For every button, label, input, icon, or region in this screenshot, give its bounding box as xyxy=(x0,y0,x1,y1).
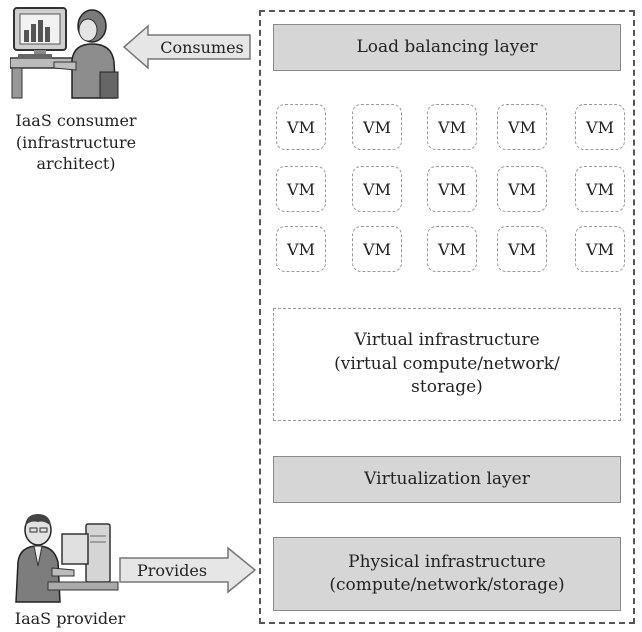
vm-box: VM xyxy=(352,104,402,150)
vm-label: VM xyxy=(287,179,315,199)
vm-label: VM xyxy=(287,117,315,137)
consumer-label: IaaS consumer (infrastructure architect) xyxy=(6,110,146,175)
vm-label: VM xyxy=(586,179,614,199)
vm-box: VM xyxy=(427,226,477,272)
virtual-infrastructure-line-1: Virtual infrastructure xyxy=(354,329,540,350)
vm-box: VM xyxy=(575,104,625,150)
consumer-label-line-1: IaaS consumer xyxy=(15,111,137,130)
virtual-infrastructure-box: Virtual infrastructure (virtual compute/… xyxy=(273,308,621,421)
provides-arrow: Provides xyxy=(119,546,257,594)
vm-box: VM xyxy=(497,104,547,150)
vm-box: VM xyxy=(497,166,547,212)
vm-label: VM xyxy=(586,239,614,259)
virtualization-label: Virtualization layer xyxy=(364,469,530,490)
person-at-computer-icon xyxy=(10,7,119,99)
virtual-infrastructure-line-2: (virtual compute/network/ xyxy=(334,353,560,374)
physical-infrastructure-line-2: (compute/network/storage) xyxy=(329,575,565,595)
vm-label: VM xyxy=(508,117,536,137)
vm-box: VM xyxy=(276,226,326,272)
vm-box: VM xyxy=(276,104,326,150)
virtual-infrastructure-line-3: storage) xyxy=(411,377,483,398)
vm-box: VM xyxy=(497,226,547,272)
iaas-boundary xyxy=(259,10,635,624)
vm-box: VM xyxy=(575,166,625,212)
physical-infrastructure-line-1: Physical infrastructure xyxy=(348,552,546,573)
vm-label: VM xyxy=(438,117,466,137)
vm-box: VM xyxy=(427,166,477,212)
provides-label: Provides xyxy=(137,561,207,580)
vm-label: VM xyxy=(586,117,614,137)
man-at-computer-icon xyxy=(15,514,119,603)
vm-box: VM xyxy=(427,104,477,150)
physical-infrastructure-layer: Physical infrastructure (compute/network… xyxy=(273,537,621,611)
vm-label: VM xyxy=(438,239,466,259)
consumer-label-line-2: (infrastructure xyxy=(15,132,137,152)
consumes-label: Consumes xyxy=(160,38,244,57)
consumes-arrow: Consumes xyxy=(122,24,251,70)
vm-box: VM xyxy=(352,166,402,212)
vm-label: VM xyxy=(508,179,536,199)
load-balancing-layer: Load balancing layer xyxy=(273,24,621,71)
vm-box: VM xyxy=(575,226,625,272)
virtualization-layer: Virtualization layer xyxy=(273,456,621,503)
vm-label: VM xyxy=(363,117,391,137)
load-balancing-label: Load balancing layer xyxy=(356,37,538,58)
provider-label-text: IaaS provider xyxy=(14,609,126,628)
provider-label: IaaS provider xyxy=(0,608,140,630)
consumer-label-line-3: architect) xyxy=(36,154,116,174)
vm-label: VM xyxy=(363,179,391,199)
vm-box: VM xyxy=(276,166,326,212)
vm-box: VM xyxy=(352,226,402,272)
vm-label: VM xyxy=(363,239,391,259)
vm-label: VM xyxy=(287,239,315,259)
vm-label: VM xyxy=(508,239,536,259)
vm-label: VM xyxy=(438,179,466,199)
